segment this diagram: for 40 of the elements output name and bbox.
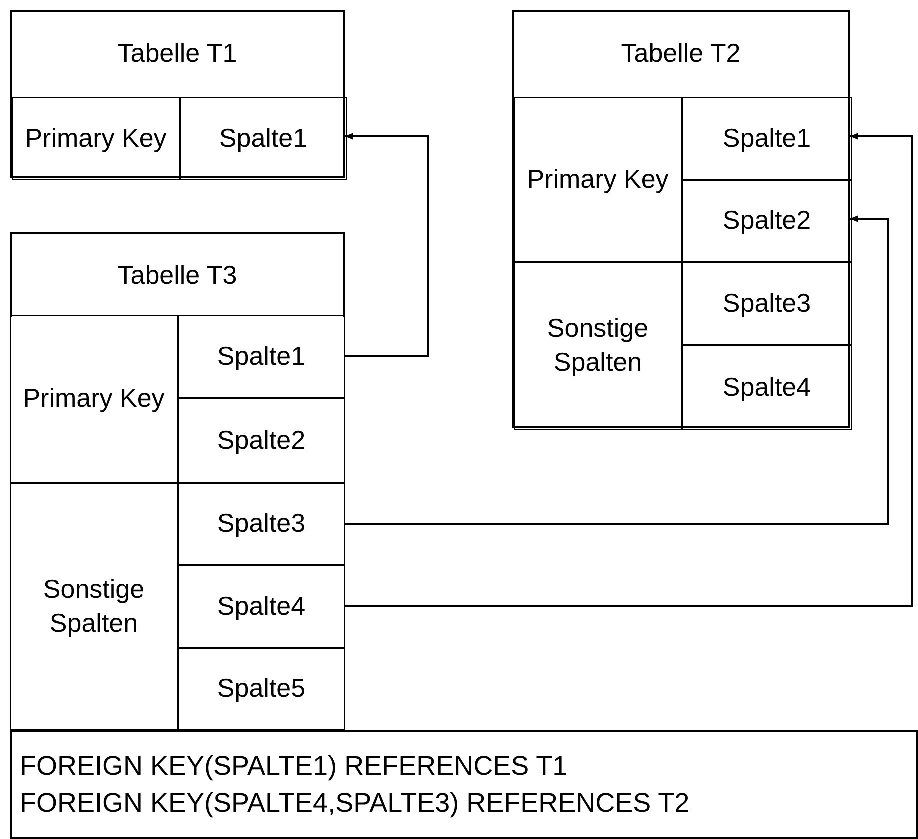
- column-name: Spalte1: [722, 122, 812, 155]
- column-name: Spalte2: [217, 424, 306, 457]
- column-cell: [514, 262, 682, 430]
- column-name: Primary Key: [25, 122, 167, 155]
- column-name: Primary Key: [527, 162, 669, 196]
- column-cell: [178, 648, 345, 730]
- table-box: [512, 10, 850, 428]
- column-cell: [682, 262, 852, 345]
- column-cell: [514, 97, 682, 262]
- column-cell: [180, 97, 347, 180]
- table-title: Tabelle T2: [620, 37, 742, 70]
- column-cell: [12, 97, 180, 180]
- column-cell: [682, 345, 852, 430]
- column-cell: [682, 97, 852, 180]
- column-name: Spalte1: [217, 340, 306, 373]
- constraint-text: FOREIGN KEY(SPALTE4,SPALTE3) REFERENCES T2: [20, 786, 690, 820]
- column-name: Spalte3: [722, 286, 812, 320]
- column-name: Spalte3: [217, 507, 306, 540]
- column-name: Spalte5: [217, 672, 306, 706]
- column-cell: [10, 315, 178, 483]
- column-name: Sonstige Spalten: [546, 312, 650, 379]
- column-name: Spalte4: [722, 370, 812, 404]
- column-name: Spalte2: [722, 204, 812, 238]
- column-cell: [178, 483, 345, 565]
- column-name: Spalte1: [219, 122, 308, 155]
- column-cell: [178, 315, 345, 398]
- constraint-text: FOREIGN KEY(SPALTE1) REFERENCES T1: [20, 750, 568, 784]
- arrow: [345, 133, 429, 358]
- column-cell: [178, 398, 345, 483]
- column-cell: [178, 565, 345, 648]
- table-box: [10, 10, 345, 178]
- column-name: Primary Key: [23, 382, 165, 416]
- table-title: Tabelle T1: [116, 37, 238, 70]
- column-cell: [682, 180, 852, 262]
- column-cell: [10, 483, 178, 730]
- arrow: [345, 133, 913, 608]
- arrow: [345, 216, 889, 525]
- column-name: Sonstige Spalten: [42, 572, 146, 640]
- constraint-cell: [10, 730, 918, 839]
- column-name: Spalte4: [217, 590, 306, 623]
